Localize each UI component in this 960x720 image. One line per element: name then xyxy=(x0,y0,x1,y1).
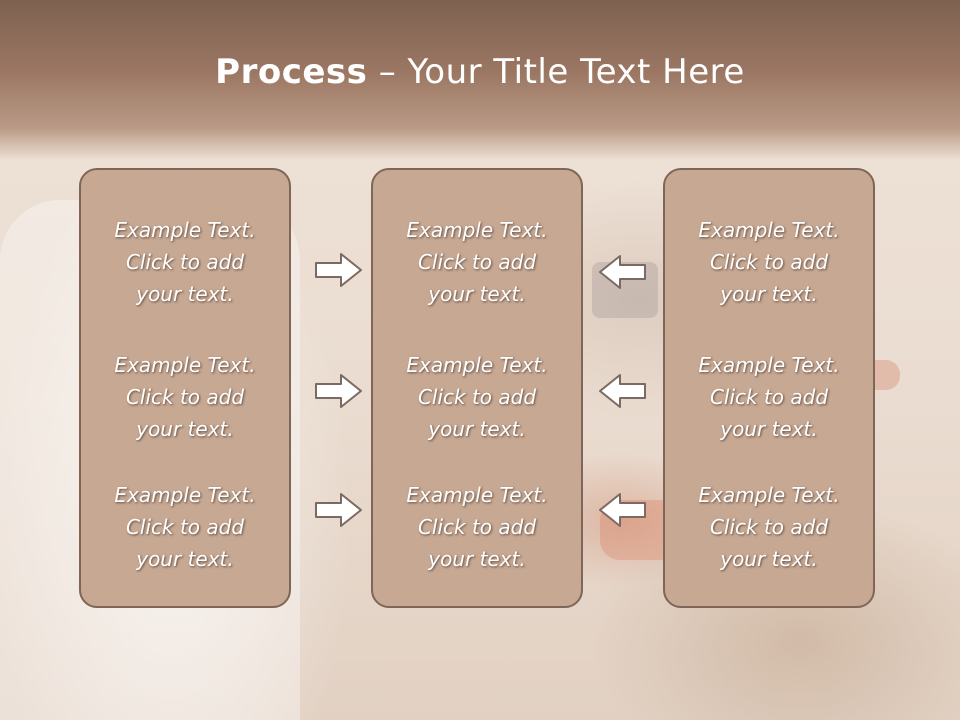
arrow-right-icon xyxy=(313,371,365,411)
text-block[interactable]: Example Text. Click to add your text. xyxy=(665,349,873,445)
text-line: Example Text. xyxy=(114,483,256,507)
arrow-left-icon xyxy=(596,490,648,530)
text-line: Example Text. xyxy=(698,353,840,377)
text-line: your text. xyxy=(428,282,526,306)
text-line: Example Text. xyxy=(406,218,548,242)
text-line: Click to add xyxy=(417,250,537,274)
title-rest: Your Title Text Here xyxy=(407,52,745,92)
text-block[interactable]: Example Text. Click to add your text. xyxy=(665,214,873,310)
text-line: Click to add xyxy=(125,250,245,274)
text-line: Example Text. xyxy=(406,483,548,507)
text-line: Click to add xyxy=(125,385,245,409)
text-block[interactable]: Example Text. Click to add your text. xyxy=(81,349,289,445)
title-separator: – xyxy=(367,52,408,92)
text-block[interactable]: Example Text. Click to add your text. xyxy=(665,479,873,575)
text-line: Example Text. xyxy=(406,353,548,377)
text-line: Click to add xyxy=(417,385,537,409)
text-block[interactable]: Example Text. Click to add your text. xyxy=(81,479,289,575)
text-panel-left[interactable]: Example Text. Click to add your text. Ex… xyxy=(79,168,291,608)
text-panel-right[interactable]: Example Text. Click to add your text. Ex… xyxy=(663,168,875,608)
text-line: your text. xyxy=(720,547,818,571)
text-line: your text. xyxy=(428,547,526,571)
text-line: your text. xyxy=(720,417,818,441)
text-block[interactable]: Example Text. Click to add your text. xyxy=(373,349,581,445)
title-bold: Process xyxy=(215,52,368,92)
text-line: your text. xyxy=(136,282,234,306)
arrow-right-icon xyxy=(313,490,365,530)
arrow-right-icon xyxy=(313,250,365,290)
arrow-left-icon xyxy=(596,371,648,411)
title-bar xyxy=(0,0,960,160)
text-line: your text. xyxy=(720,282,818,306)
text-line: Click to add xyxy=(417,515,537,539)
text-line: Click to add xyxy=(709,385,829,409)
text-line: Example Text. xyxy=(114,218,256,242)
text-line: Click to add xyxy=(709,250,829,274)
text-block[interactable]: Example Text. Click to add your text. xyxy=(373,214,581,310)
text-block[interactable]: Example Text. Click to add your text. xyxy=(373,479,581,575)
text-line: your text. xyxy=(428,417,526,441)
text-panel-center[interactable]: Example Text. Click to add your text. Ex… xyxy=(371,168,583,608)
arrow-left-icon xyxy=(596,252,648,292)
text-line: Example Text. xyxy=(698,218,840,242)
text-line: your text. xyxy=(136,547,234,571)
text-line: Click to add xyxy=(709,515,829,539)
text-line: your text. xyxy=(136,417,234,441)
slide-title[interactable]: Process – Your Title Text Here xyxy=(0,52,960,92)
text-block[interactable]: Example Text. Click to add your text. xyxy=(81,214,289,310)
text-line: Example Text. xyxy=(698,483,840,507)
text-line: Example Text. xyxy=(114,353,256,377)
text-line: Click to add xyxy=(125,515,245,539)
